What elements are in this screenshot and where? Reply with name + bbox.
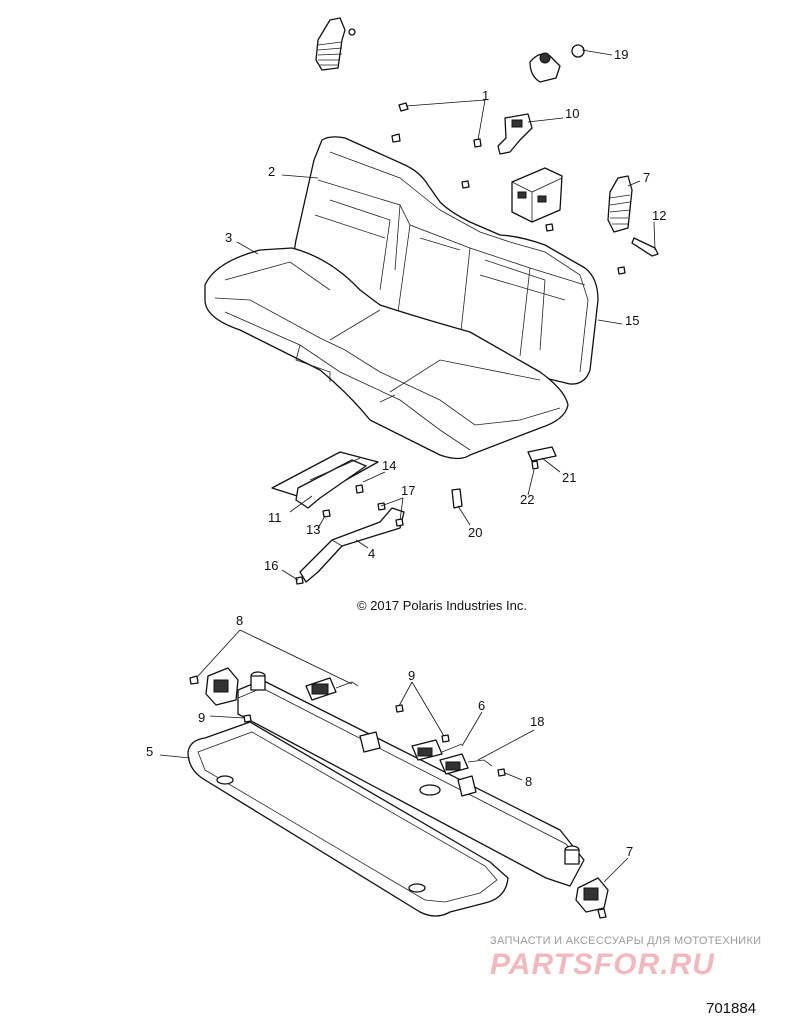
callout-10: 10 <box>565 106 579 121</box>
seatbelt-buckles-mid <box>305 677 493 775</box>
seat-cushion <box>204 247 569 460</box>
small-bolts-top <box>391 102 626 275</box>
callout-4: 4 <box>368 546 375 561</box>
callout-18: 18 <box>530 714 544 729</box>
callout-22: 22 <box>520 492 534 507</box>
bolt-12 <box>631 237 659 257</box>
watermark-caption: ЗАПЧАСТИ И АКСЕССУАРЫ ДЛЯ МОТОТЕХНИКИ <box>490 935 762 947</box>
retractor-left <box>205 667 239 706</box>
callout-7b: 7 <box>626 844 633 859</box>
copyright-notice: © 2017 Polaris Industries Inc. <box>357 598 527 613</box>
callout-9b: 9 <box>198 710 205 725</box>
callout-2: 2 <box>268 164 275 179</box>
callout-8a: 8 <box>236 613 243 628</box>
callout-15: 15 <box>625 313 639 328</box>
callout-11: 11 <box>268 510 282 525</box>
callout-19: 19 <box>614 47 628 62</box>
callout-20: 20 <box>468 525 482 540</box>
callout-12: 12 <box>652 208 666 223</box>
small-bolts-bottom <box>189 675 506 777</box>
spring-latch-7 <box>607 175 633 233</box>
callout-21: 21 <box>562 470 576 485</box>
callout-labels: 1 2 3 4 5 6 7 7 8 8 9 9 10 11 12 13 14 1… <box>146 47 666 859</box>
callout-7a: 7 <box>643 170 650 185</box>
seat-base-frame <box>187 721 509 917</box>
diagram-id: 701884 <box>706 1000 757 1017</box>
belt-guide-19 <box>529 44 585 83</box>
spring-latch-top <box>315 17 356 71</box>
callout-9a: 9 <box>408 668 415 683</box>
seat-rail-bar <box>237 671 585 887</box>
leader-lines <box>159 49 656 883</box>
callout-14: 14 <box>382 458 396 473</box>
seatbelt-buckle-10 <box>497 113 533 155</box>
bracket-4 <box>299 507 405 583</box>
callout-8b: 8 <box>525 774 532 789</box>
seat-mount-panel-11 <box>271 451 379 509</box>
callout-17: 17 <box>401 483 415 498</box>
small-parts-mid <box>295 446 557 585</box>
callout-5: 5 <box>146 744 153 759</box>
latch-bracket <box>511 167 563 223</box>
callout-1: 1 <box>482 88 489 103</box>
callout-13: 13 <box>306 522 320 537</box>
retractor-right <box>575 877 609 919</box>
callout-16: 16 <box>264 558 278 573</box>
watermark-logo: PARTSFOR.RU <box>490 948 715 981</box>
callout-3: 3 <box>225 230 232 245</box>
callout-6: 6 <box>478 698 485 713</box>
